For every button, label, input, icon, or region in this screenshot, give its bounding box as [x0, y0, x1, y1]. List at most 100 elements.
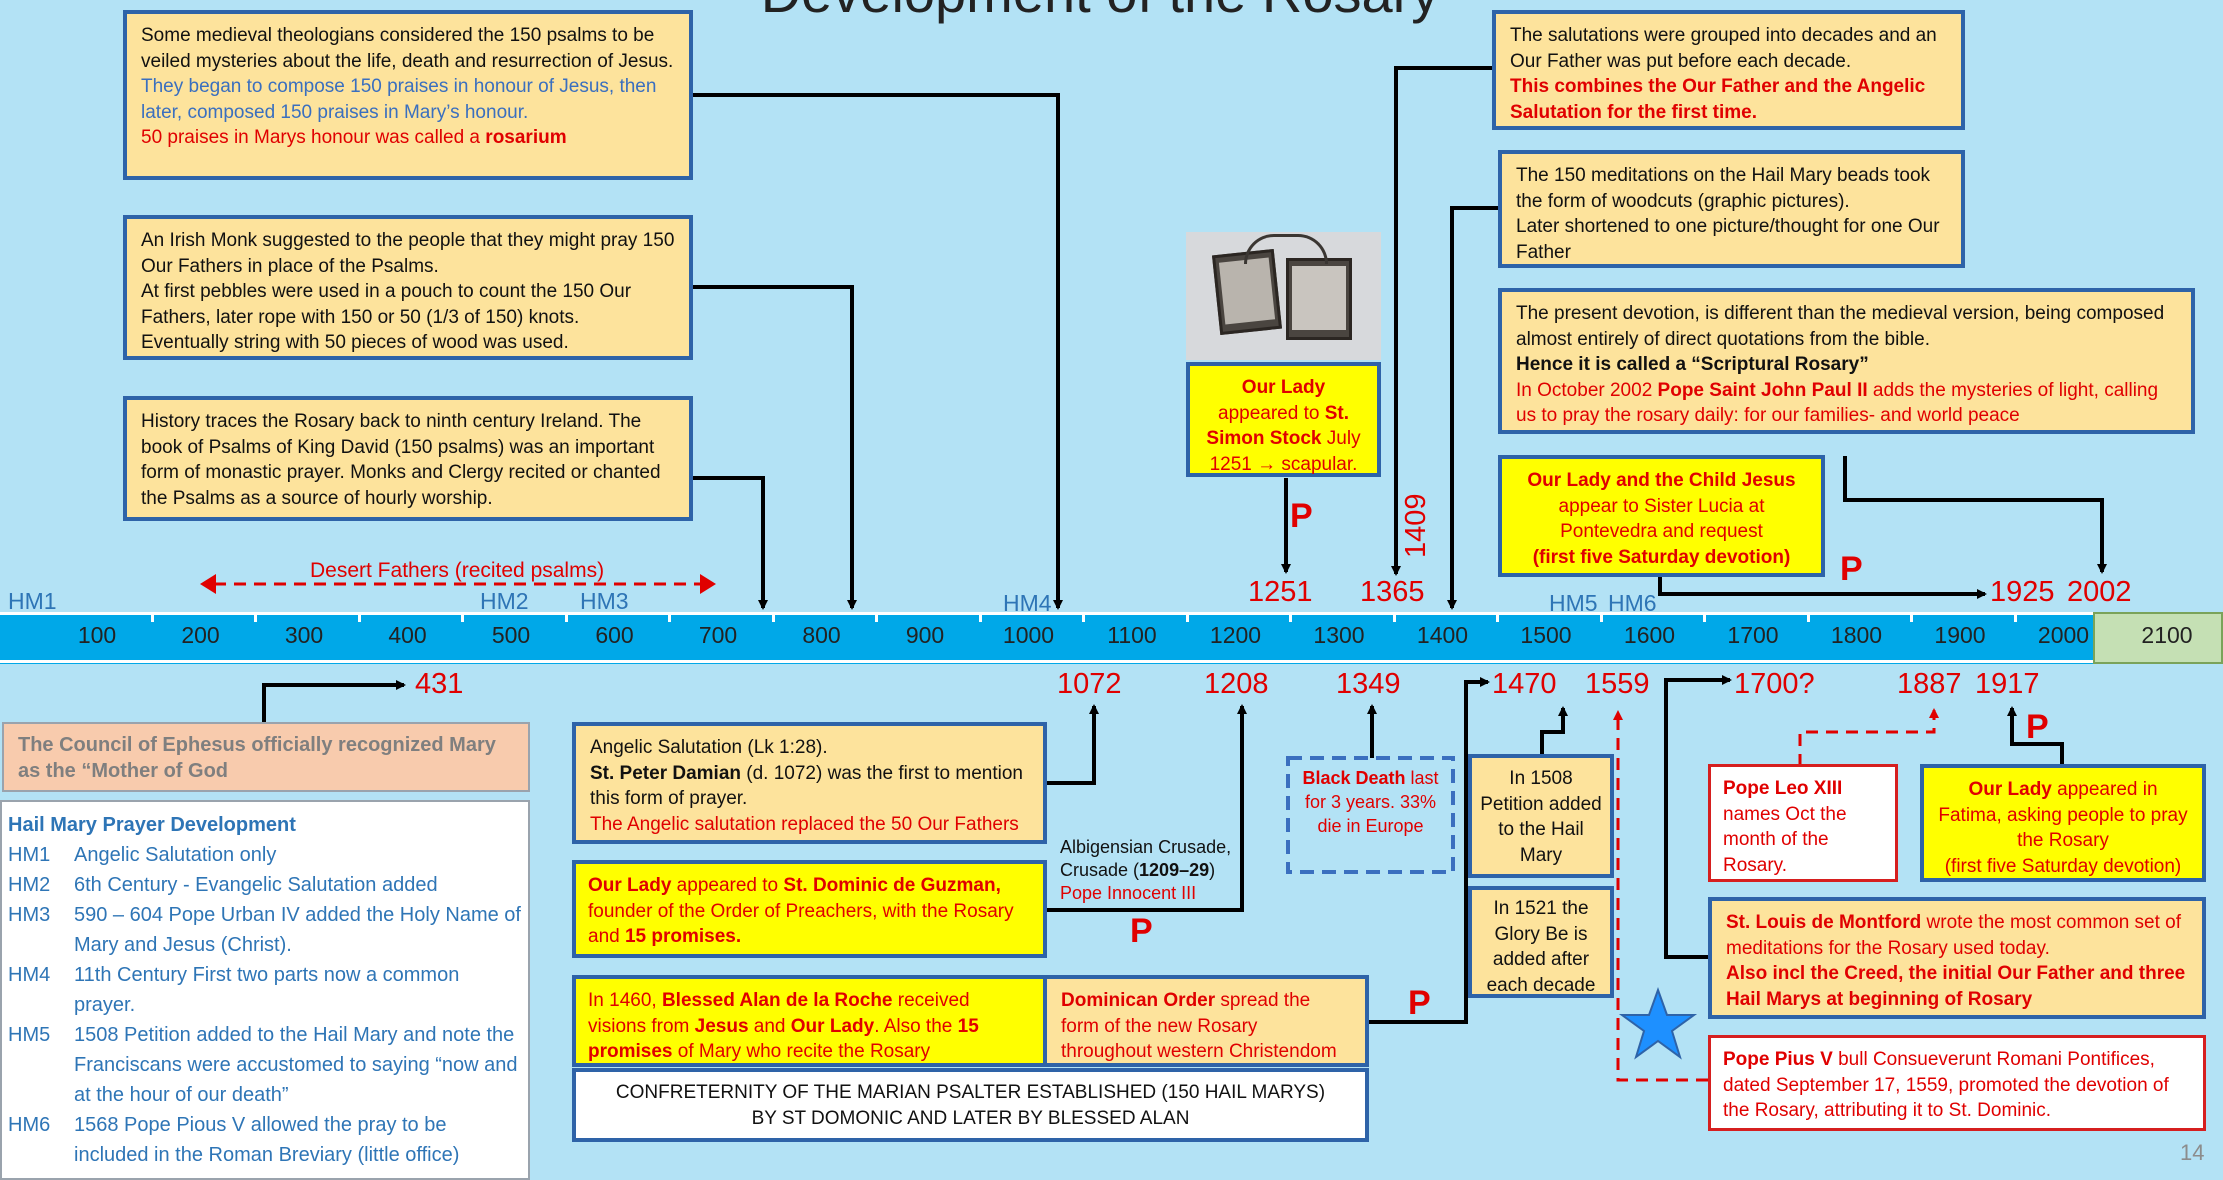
tick-label: 1300 — [1313, 622, 1365, 648]
tick-label: 900 — [905, 622, 945, 648]
tick-label: 800 — [802, 622, 841, 648]
salutations-box: The salutations were grouped into decade… — [1492, 10, 1965, 130]
tick-mark — [1703, 612, 1706, 622]
year-1887: 1887 — [1897, 668, 1962, 700]
alan-de-la-roche-box: In 1460, Blessed Alan de la Roche receiv… — [572, 975, 1047, 1067]
page-title: Development of the Rosary — [620, 0, 1580, 25]
hail-mary-row-text: Angelic Salutation only — [74, 844, 277, 866]
page-number: 14 — [2180, 1140, 2205, 1165]
ephesus-box: The Council of Ephesus officially recogn… — [2, 722, 530, 792]
tick-mark — [461, 612, 464, 622]
p-marker-1251: P — [1290, 497, 1313, 535]
tick-mark — [564, 612, 568, 622]
petition-1508-box: In 1508 Petition added to the Hail Mary — [1468, 754, 1614, 878]
tick-label: 100 — [77, 622, 117, 648]
hail-mary-row: HM6 1568 Pope Pious V allowed the pray to… — [8, 1110, 522, 1170]
hail-mary-row-text: 11th Century First two parts now a commo… — [74, 964, 460, 1016]
tick-label: 300 — [284, 622, 324, 648]
year-1349: 1349 — [1336, 668, 1401, 700]
p-marker-1917: P — [2026, 708, 2049, 746]
tick-mark — [1185, 612, 1189, 622]
tick-mark — [1392, 612, 1396, 622]
irish-monk-box: An Irish Monk suggested to the people th… — [123, 215, 693, 360]
hm4-label: HM4 — [1003, 590, 1052, 616]
hm2-label: HM2 — [480, 588, 529, 614]
star-icon — [1618, 987, 1698, 1060]
year-1072: 1072 — [1057, 668, 1122, 700]
hail-mary-row-key: HM6 — [8, 1114, 51, 1136]
glory-be-1521-box: In 1521 the Glory Be is added after each… — [1468, 886, 1614, 998]
tick-label: 1600 — [1623, 622, 1676, 648]
hail-mary-row: HM2 6th Century - Evangelic Salutation ad… — [8, 870, 522, 900]
timeline-end-segment — [2093, 612, 2223, 664]
tick-mark — [1910, 612, 1913, 622]
tick-mark — [771, 612, 775, 622]
hail-mary-row: HM1 Angelic Salutation only — [8, 840, 522, 870]
hm6-label: HM6 — [1608, 590, 1657, 616]
p-marker-1208: P — [1130, 912, 1153, 950]
year-1208: 1208 — [1204, 668, 1269, 700]
tick-label: 1400 — [1416, 622, 1469, 648]
p-marker-1470: P — [1408, 984, 1431, 1022]
tick-mark — [150, 612, 154, 622]
hail-mary-row: HM4 11th Century First two parts now a co… — [8, 960, 522, 1020]
albigensian-label: Albigensian Crusade, Crusade (1209–29) P… — [1060, 837, 1232, 903]
year-1365: 1365 — [1360, 576, 1425, 608]
tick-label: 700 — [698, 622, 738, 648]
tick-mark — [254, 612, 257, 622]
tick-mark — [357, 612, 361, 622]
angelic-salutation-box: Angelic Salutation (Lk 1:28). St. Peter … — [572, 722, 1047, 844]
year-1917: 1917 — [1975, 668, 2040, 700]
scapular-image — [1186, 232, 1381, 360]
leo-xiii-box: Pope Leo XIII names Oct the month of the… — [1708, 764, 1898, 882]
tick-mark — [2013, 612, 2017, 622]
hail-mary-row-key: HM1 — [8, 844, 51, 866]
tick-label: 1900 — [1934, 622, 1986, 648]
hail-mary-row-key: HM4 — [8, 964, 51, 986]
p-marker-1925: P — [1840, 550, 1863, 588]
hail-mary-row-key: HM2 — [8, 874, 51, 896]
simon-stock-box: Our Lady appeared to St. Simon Stock Jul… — [1186, 362, 1381, 477]
hm1-label: HM1 — [8, 588, 57, 614]
hm3-label: HM3 — [580, 588, 629, 614]
tick-mark — [668, 612, 671, 622]
tick-label: 1500 — [1520, 622, 1572, 648]
hail-mary-row-key: HM3 — [8, 904, 51, 926]
pius-v-box: Pope Pius V bull Consueverunt Romani Pon… — [1708, 1035, 2206, 1131]
tick-mark — [1289, 612, 1292, 622]
theologians-box: Some medieval theologians considered the… — [123, 10, 693, 180]
dominic-box: Our Lady appeared to St. Dominic de Guzm… — [572, 860, 1047, 958]
tick-label: 400 — [388, 622, 427, 648]
hail-mary-row-text: 6th Century - Evangelic Salutation added — [74, 874, 438, 896]
hail-mary-heading: Hail Mary Prayer Development — [8, 814, 296, 836]
black-death-box: Black Death last for 3 years. 33% die in… — [1302, 768, 1439, 836]
tick-label: 2000 — [2037, 622, 2090, 648]
year-1925: 1925 — [1990, 576, 2055, 608]
confraternity-box: CONFRETERNITY OF THE MARIAN PSALTER ESTA… — [572, 1068, 1369, 1142]
tick-mark — [1599, 612, 1603, 622]
hail-mary-row-text: 1568 Pope Pious V allowed the pray to be… — [74, 1114, 460, 1166]
pontevedra-box: Our Lady and the Child Jesus appear to S… — [1498, 455, 1825, 577]
dominican-order-box: Dominican Order spread the form of the n… — [1043, 975, 1369, 1067]
timeline-bar — [0, 612, 2093, 664]
montfort-box: St. Louis de Montford wrote the most com… — [1708, 897, 2206, 1019]
tick-label: 1700 — [1727, 622, 1779, 648]
hail-mary-development-panel: Hail Mary Prayer Development HM1 Angelic … — [0, 800, 530, 1180]
hail-mary-row-text: 590 – 604 Pope Urban IV added the Holy N… — [74, 904, 521, 956]
present-devotion-box: The present devotion, is different than … — [1498, 288, 2195, 434]
hail-mary-row-key: HM5 — [8, 1024, 51, 1046]
year-431: 431 — [415, 668, 464, 700]
year-1700: 1700? — [1734, 668, 1815, 700]
tick-mark — [875, 612, 878, 622]
tick-label: 2100 — [2141, 622, 2193, 648]
tick-label: 500 — [491, 622, 531, 648]
tick-mark — [1496, 612, 1499, 622]
year-2002: 2002 — [2067, 576, 2132, 608]
tick-label: 1800 — [1830, 622, 1883, 648]
year-1409: 1409 — [1400, 493, 1432, 558]
year-1251: 1251 — [1248, 576, 1313, 608]
tick-label: 600 — [595, 622, 634, 648]
fatima-box: Our Lady appeared in Fatima, asking peop… — [1920, 764, 2206, 882]
